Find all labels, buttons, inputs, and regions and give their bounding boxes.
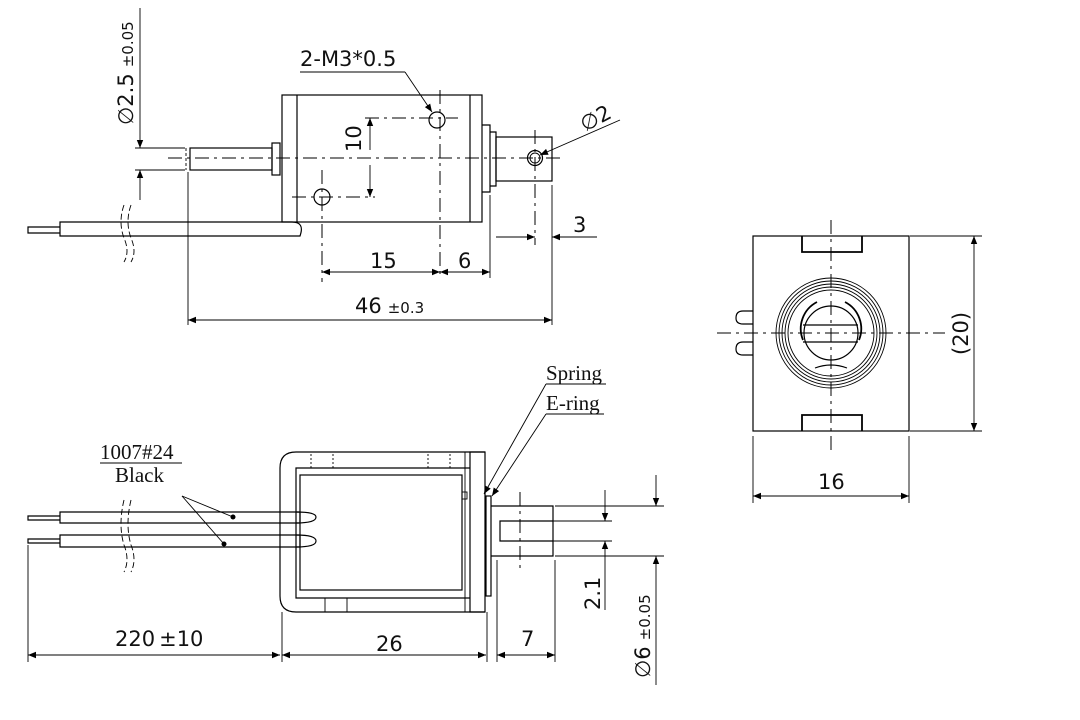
lead-wire-1 (27, 511, 301, 524)
stroke-label: 7 (521, 627, 534, 651)
hole-spacing-label: 10 (342, 125, 366, 152)
mount-hole-upper (428, 111, 446, 129)
lead-length-label: 220±10 (115, 627, 203, 651)
pin-diameter-label: ∅2.5±0.05 (114, 21, 138, 125)
plunger (491, 505, 554, 557)
side-view: 1007#24 Black Spring E-ring 220±10 26 7 … (27, 361, 664, 685)
spring-label: Spring (546, 361, 603, 385)
thread-note: 2-M3*0.5 (300, 47, 396, 71)
hole-diameter-label: ∅2 (576, 100, 615, 136)
coil (299, 474, 463, 591)
e-ring (485, 495, 492, 597)
overall-length-label: 46±0.3 (355, 294, 424, 318)
dim-6: 6 (458, 249, 471, 273)
plunger-diameter-label: ∅6±0.05 (631, 594, 655, 678)
plunger-end (495, 136, 553, 182)
plunger-rod (189, 147, 273, 171)
height-ref-label: (20) (949, 312, 973, 355)
dim-15: 15 (370, 249, 397, 273)
wire-color-label: Black (115, 463, 164, 487)
lead-wire-2 (27, 534, 301, 548)
frame (279, 451, 485, 613)
top-view: ∅2.5±0.05 2-M3*0.5 ∅2 10 15 6 3 46±0.3 (27, 8, 621, 325)
slot-width-label: 2.1 (581, 577, 605, 610)
wire-spec-label: 1007#24 (100, 440, 174, 464)
end-view: (20) 16 (717, 220, 982, 503)
ering-label: E-ring (546, 391, 600, 415)
lead-wire (27, 221, 302, 237)
dim-3: 3 (573, 213, 586, 237)
width-label: 16 (818, 470, 845, 494)
frame-length-label: 26 (376, 632, 403, 656)
